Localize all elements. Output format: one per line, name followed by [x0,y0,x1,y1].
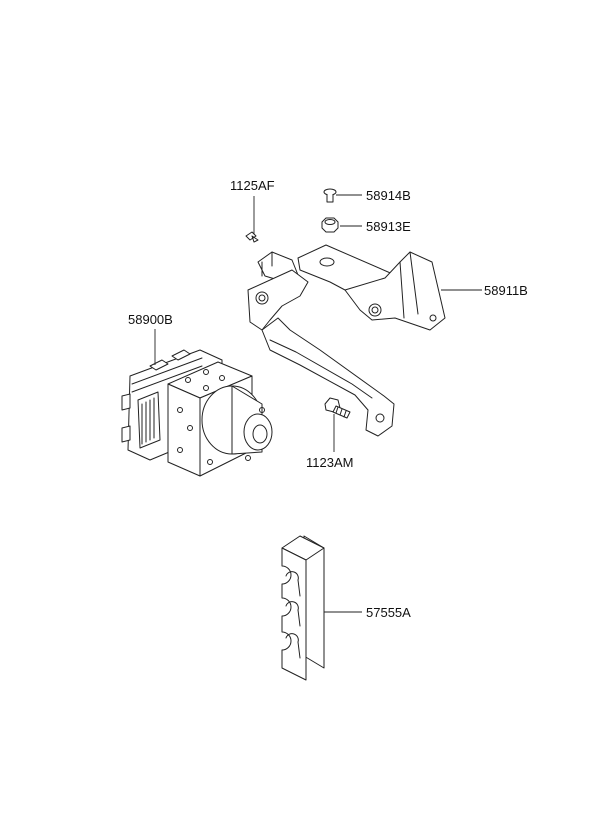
label-57555a[interactable]: 57555A [366,605,411,620]
label-58913e[interactable]: 58913E [366,219,411,234]
abs-module-drawing[interactable] [121,349,273,477]
bolt-1125af-drawing[interactable] [245,231,259,243]
label-58900b[interactable]: 58900B [128,312,173,327]
label-58914b[interactable]: 58914B [366,188,411,203]
nut-58913e-drawing[interactable] [321,217,339,233]
label-1123am[interactable]: 1123AM [306,455,353,470]
part-labels: 58900B 1125AF 58914B 58913E 58911B 1123A… [128,178,528,620]
label-1125af[interactable]: 1125AF [230,178,275,193]
leader-lines [154,194,482,613]
label-58911b[interactable]: 58911B [484,283,528,298]
screw-58914b-drawing[interactable] [323,188,337,203]
bracket-drawing[interactable] [247,244,446,437]
tube-clip-drawing[interactable] [281,535,325,681]
bolt-1123am-drawing[interactable] [324,397,351,419]
